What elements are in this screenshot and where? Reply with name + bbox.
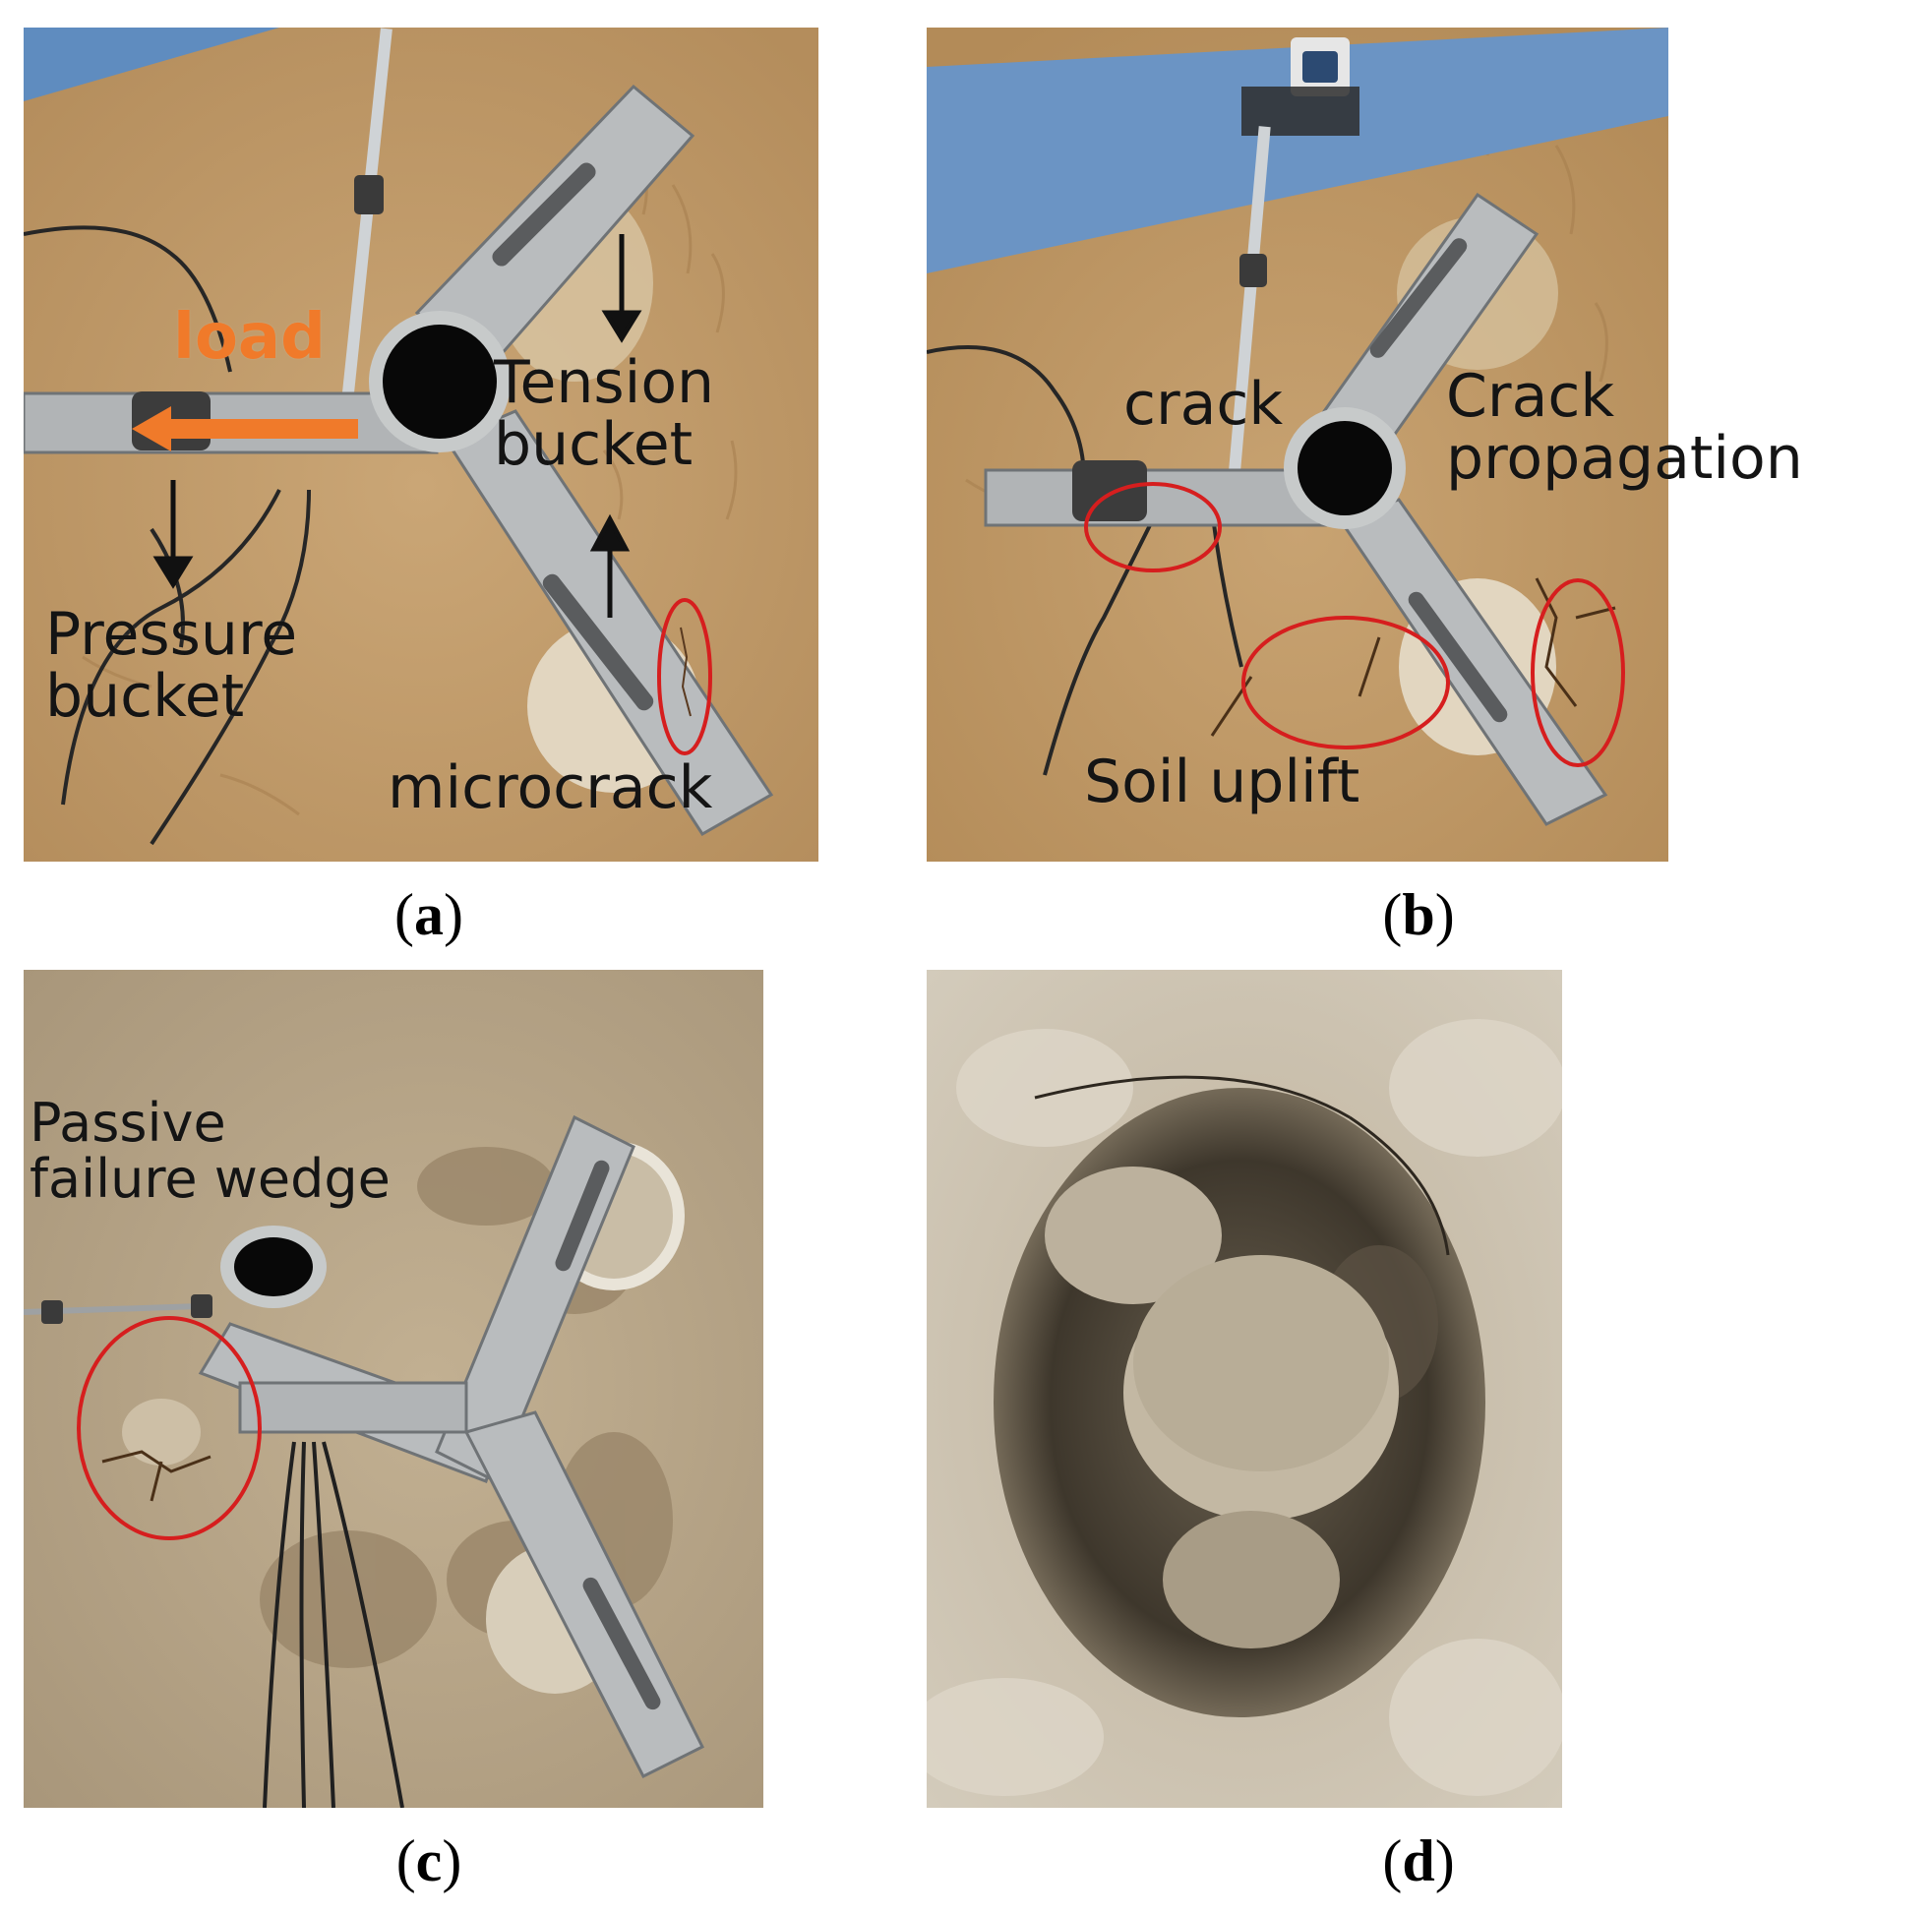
passive-wedge-circle xyxy=(77,1316,262,1540)
soil-uplift-circle xyxy=(1241,616,1450,749)
direction-arrows xyxy=(152,234,642,618)
crack-propagation-label: Crack propagation xyxy=(1446,362,1803,493)
passive-failure-wedge-label: Passive failure wedge xyxy=(30,1092,391,1210)
crack-label: crack xyxy=(1123,370,1284,439)
load-arrow xyxy=(132,406,358,451)
load-label: load xyxy=(173,301,326,374)
panel-a-photo: load Tension bucket Pressure bucket micr… xyxy=(24,28,818,862)
caption-a: (a) xyxy=(394,882,463,947)
panel-c-photo: Passive failure wedge xyxy=(24,970,763,1808)
pressure-bucket-label: Pressure bucket xyxy=(45,600,298,731)
measurement-rod xyxy=(339,28,392,421)
measurement-rod xyxy=(1228,126,1271,480)
blue-beam xyxy=(24,28,279,101)
crack-propagation-circle xyxy=(1531,578,1625,767)
tension-bucket-label: Tension bucket xyxy=(494,348,715,479)
panel-b-photo: crack Soil uplift xyxy=(927,28,1668,862)
panel-b-scene xyxy=(927,28,1668,862)
panel-d-photo xyxy=(927,970,1562,1808)
microcrack-circle xyxy=(657,598,712,755)
crack-circle xyxy=(1084,482,1222,572)
caption-d: (d) xyxy=(1382,1828,1455,1893)
panel-c-scene xyxy=(24,970,763,1808)
blue-beam xyxy=(927,28,1668,273)
caption-c: (c) xyxy=(395,1828,462,1893)
soil-uplift-label: Soil uplift xyxy=(1084,748,1360,816)
microcrack-label: microcrack xyxy=(388,753,713,822)
panel-d-scene xyxy=(927,970,1562,1808)
caption-b: (b) xyxy=(1382,882,1455,947)
panel-a-scene xyxy=(24,28,818,862)
